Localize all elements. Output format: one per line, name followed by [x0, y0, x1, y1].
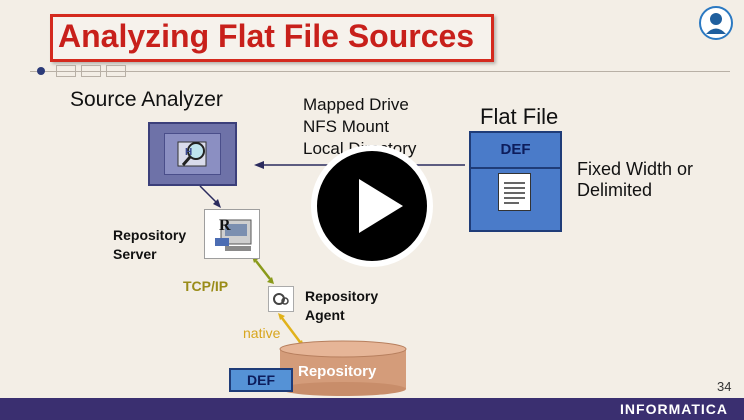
- repository-server-label: Repository Server: [113, 226, 186, 264]
- tcp-arrow: [255, 260, 271, 280]
- repository-server-line: Server: [113, 246, 157, 262]
- decor-cell: [56, 65, 76, 77]
- source-analyzer-icon: [148, 122, 237, 186]
- file-format-line: Delimited: [577, 180, 653, 200]
- slide-title: Analyzing Flat File Sources: [58, 18, 475, 54]
- repository-agent-line: Repository: [305, 288, 379, 304]
- decor-cell: [106, 65, 126, 77]
- footer-bar: [0, 398, 744, 420]
- title-divider: [30, 71, 730, 72]
- connection-lines: Mapped Drive NFS Mount Local Directory: [303, 94, 416, 160]
- arrow-head: [213, 199, 221, 208]
- brand-logo: INFORMATICA: [620, 401, 728, 417]
- file-format-line: Fixed Width or: [577, 159, 694, 179]
- tcpip-label: TCP/IP: [183, 278, 229, 294]
- repository-server-line: Repository: [113, 227, 187, 243]
- repository-label: Repository: [298, 363, 377, 380]
- svg-text:R: R: [219, 217, 231, 234]
- decor-cell: [81, 65, 101, 77]
- flat-file-def-label: DEF: [469, 131, 562, 169]
- native-arrow: [281, 317, 301, 343]
- database-icon: [279, 340, 407, 396]
- svg-text:H: H: [185, 147, 192, 158]
- user-avatar-icon[interactable]: [699, 6, 733, 40]
- analyzer-to-server-arrow: [199, 185, 218, 204]
- flat-file-title: Flat File: [480, 104, 559, 129]
- native-label: native: [243, 325, 281, 341]
- file-format-label: Fixed Width or Delimited: [577, 159, 693, 201]
- repository-agent-line: Agent: [305, 307, 345, 323]
- play-button[interactable]: [309, 143, 435, 269]
- server-icon: R: [204, 209, 260, 259]
- analyzer-screen: H: [164, 133, 221, 175]
- connection-line: NFS Mount: [303, 117, 389, 136]
- repository-def-label: DEF: [229, 368, 293, 392]
- connection-line: Mapped Drive: [303, 95, 409, 114]
- title-divider-dot: [37, 67, 45, 75]
- slide-title-box: [50, 14, 494, 62]
- arrow-head: [267, 277, 274, 284]
- source-analyzer-label: Source Analyzer: [70, 88, 223, 111]
- document-icon: [498, 173, 531, 211]
- agent-icon: [268, 286, 294, 312]
- repository-agent-label: Repository Agent: [305, 287, 378, 325]
- page-number: 34: [717, 379, 732, 394]
- arrow-head: [254, 161, 264, 169]
- arrow-head: [278, 313, 285, 320]
- play-icon: [311, 145, 433, 267]
